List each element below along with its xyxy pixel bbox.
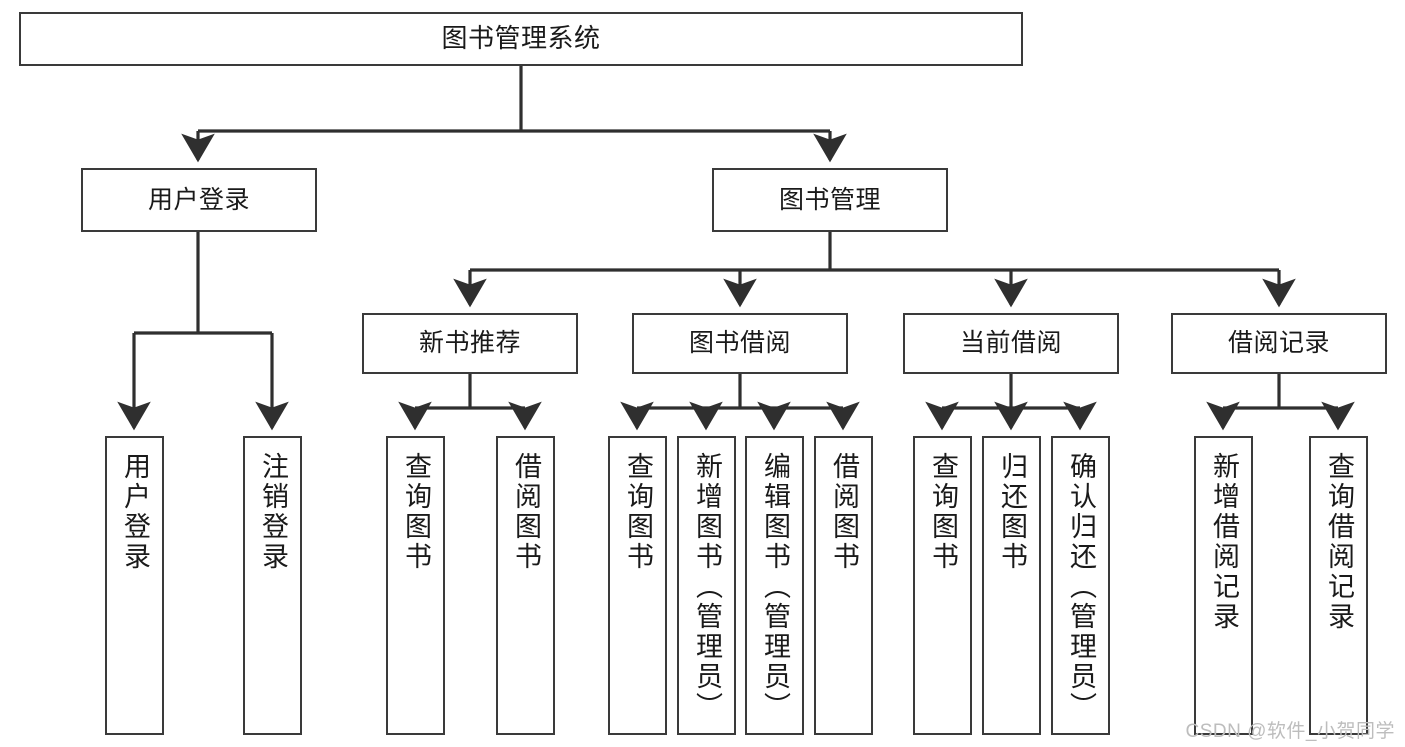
node-book-borrow[interactable]: 图书借阅	[632, 313, 848, 374]
node-leaf-return-book[interactable]: 归还图书	[982, 436, 1041, 735]
node-current-borrow-label: 当前借阅	[959, 329, 1062, 358]
node-leaf-add-book-admin[interactable]: 新增图书（管理员）	[677, 436, 736, 735]
node-book-management[interactable]: 图书管理	[712, 168, 948, 232]
node-current-borrow[interactable]: 当前借阅	[903, 313, 1119, 374]
node-leaf-edit-book-admin[interactable]: 编辑图书（管理员）	[745, 436, 804, 735]
node-leaf-edit-book-admin-label: 编辑图书（管理员）	[760, 452, 790, 722]
node-leaf-borrow-book-2[interactable]: 借阅图书	[814, 436, 873, 735]
node-leaf-user-login-label: 用户登录	[120, 452, 150, 572]
node-borrow-record[interactable]: 借阅记录	[1171, 313, 1387, 374]
node-new-book-recommend-label: 新书推荐	[418, 329, 521, 358]
node-user-login[interactable]: 用户登录	[81, 168, 317, 232]
node-leaf-borrow-book-1[interactable]: 借阅图书	[496, 436, 555, 735]
node-book-borrow-label: 图书借阅	[688, 329, 791, 358]
node-leaf-borrow-book-1-label: 借阅图书	[511, 452, 541, 572]
node-root[interactable]: 图书管理系统	[19, 12, 1023, 66]
node-leaf-confirm-return-admin[interactable]: 确认归还（管理员）	[1051, 436, 1110, 735]
node-leaf-logout-login[interactable]: 注销登录	[243, 436, 302, 735]
node-leaf-query-book-1[interactable]: 查询图书	[386, 436, 445, 735]
node-leaf-user-login[interactable]: 用户登录	[105, 436, 164, 735]
node-leaf-add-book-admin-label: 新增图书（管理员）	[692, 452, 722, 722]
node-root-label: 图书管理系统	[441, 23, 601, 54]
node-leaf-confirm-return-admin-label: 确认归还（管理员）	[1066, 452, 1096, 722]
node-leaf-borrow-book-2-label: 借阅图书	[829, 452, 859, 572]
node-book-management-label: 图书管理	[778, 185, 881, 214]
node-leaf-query-borrow-record-label: 查询借阅记录	[1324, 452, 1354, 632]
node-leaf-return-book-label: 归还图书	[997, 452, 1027, 572]
node-leaf-query-book-3-label: 查询图书	[928, 452, 958, 572]
node-borrow-record-label: 借阅记录	[1227, 329, 1330, 358]
node-leaf-query-book-2[interactable]: 查询图书	[608, 436, 667, 735]
node-leaf-query-book-3[interactable]: 查询图书	[913, 436, 972, 735]
node-leaf-add-borrow-record-label: 新增借阅记录	[1209, 452, 1239, 632]
node-leaf-query-book-2-label: 查询图书	[623, 452, 653, 572]
node-new-book-recommend[interactable]: 新书推荐	[362, 313, 578, 374]
node-leaf-logout-login-label: 注销登录	[258, 452, 288, 572]
node-leaf-query-borrow-record[interactable]: 查询借阅记录	[1309, 436, 1368, 735]
node-leaf-add-borrow-record[interactable]: 新增借阅记录	[1194, 436, 1253, 735]
node-leaf-query-book-1-label: 查询图书	[401, 452, 431, 572]
node-user-login-label: 用户登录	[147, 185, 250, 214]
